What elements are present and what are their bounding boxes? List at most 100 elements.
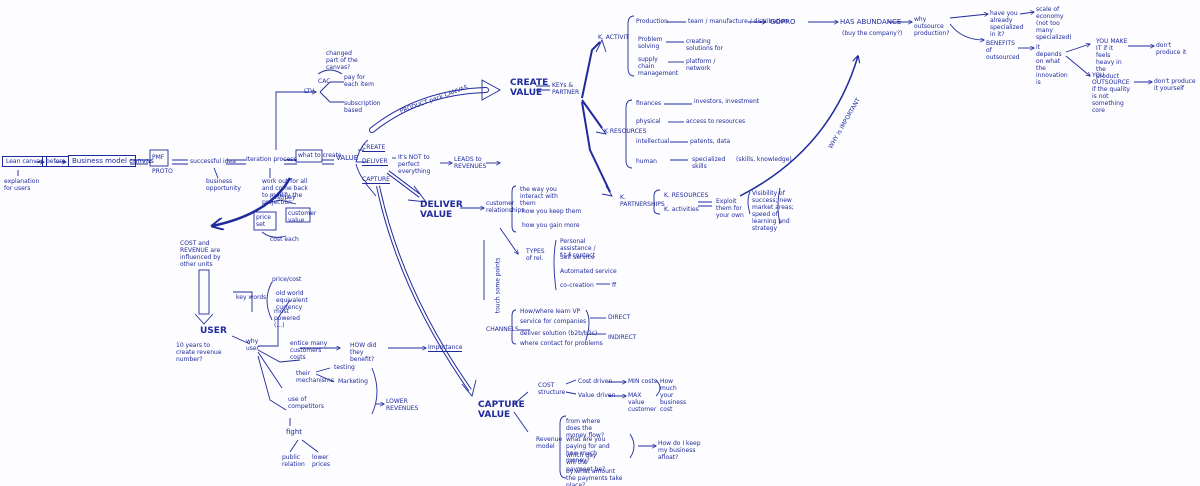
key-words: key words [236,294,267,301]
value-node: VALUE [336,154,359,162]
why-outsource: why outsource production? [914,16,950,37]
self-service: Self service [560,254,595,261]
keep-afloat: How do I keep my business afloat? [658,440,701,461]
creating-solutions: creating solutions for [686,38,724,52]
create-branch: CREATE [362,144,386,152]
price-set: price set [256,214,271,228]
you-make-it: YOU MAKE IT if it feels heavy in the pro… [1096,38,1128,80]
ff-note: ff [612,282,617,289]
problem-solving: Problem solving [638,36,663,50]
scale-economy: scale of economy (not too many specializ… [1036,6,1072,41]
customer-value: customer value [288,210,317,224]
work-out-note: work out for all and come back to modify… [262,178,308,206]
lower-prices: lower prices [312,454,331,468]
channels: CHANNELS [486,326,519,333]
deliver-value-title: DELIVER VALUE [420,200,463,220]
res-physical: physical [636,118,661,125]
platform-network: platform / network [686,58,716,72]
bmc-box: Business model canvas [68,155,154,167]
user-node: USER [200,326,227,336]
iteration-process: Iteration process [246,156,297,163]
payment-day: which day will the payment be? [566,452,606,473]
already-specialized: have you already specialized in it? [990,10,1024,38]
interact-way: the way you interact with them [520,186,558,207]
gain-more: how you gain more [522,222,580,229]
direct: DIRECT [608,314,631,321]
how-where-vp: How/where learn VP [520,308,581,315]
how-benefit: HOW did they benefit? [350,342,377,363]
res-intellectual: intellectual [636,138,670,145]
automated-service: Automated service [560,268,617,275]
proto-label: PROTO [152,168,173,175]
it-depends: it depends on what the innovation is [1036,44,1068,86]
customer-relationships: customer relationships [486,200,525,214]
what-to-create: what to create [298,152,342,159]
production: Production [636,18,668,25]
gopro: GOPRO [770,18,796,26]
you-outsource: YOU OUTSOURCE if the quality is not some… [1092,72,1130,114]
keys-partner: KEYs & PARTNER [552,82,580,96]
testing: testing [334,364,355,371]
lean-canvas-box: Lean canvas [2,156,48,167]
cost-each: cost each [270,236,299,243]
service-companies: service for companies [520,318,587,325]
types-rel: TYPES of rel. [526,248,545,262]
deliver-solution: deliver solution (b2b/b2c) [520,330,598,337]
years-note: 10 years to create revenue number? [176,342,222,363]
exploit-them: Exploit them for your own [716,198,744,219]
changed-part-note: changed part of the canvas? [326,50,358,71]
cac-label: CAC [318,78,331,85]
old-world: old world equivalent currency [276,290,308,311]
ltv-label: LTV [304,88,315,95]
kp-activities: K. activities [664,206,699,213]
explanation-note: explanation for users [4,178,40,192]
pmf-label: PMF [152,154,165,161]
touch-points: touch some points [494,257,502,314]
deliver-branch: DELIVER [362,158,388,166]
team-manufacture: team / manufacture / distribution [688,18,788,25]
before-label: before [42,156,70,167]
business-opportunity: business opportunity [206,178,241,192]
why-user: why user [246,338,260,352]
res-human-detail: specialized skills [692,156,726,170]
entice-costs: entice many customers costs [290,340,328,361]
buy-company: (buy the company?) [842,30,903,37]
benefits-outsourced: BENEFITS of outsourced [986,40,1020,61]
kp-resources: K. RESOURCES [664,192,709,199]
cost-pays: cost/pay [270,194,296,201]
not-perfect-note: It's NOT to perfect everything [398,154,431,175]
indirect: INDIRECT [608,334,637,341]
value-driven: Value driven [578,392,616,399]
pay-each-note: pay for each item [344,74,374,88]
public-relation: public relation [282,454,305,468]
res-finances-detail: investors, investment [694,98,760,105]
min-costs: MIN costs [628,378,657,385]
paying-for: what are you paying for and how much mon… [566,436,610,464]
key-resources: K RESOURCES [604,128,647,135]
capture-value-title: CAPTURE VALUE [478,400,525,420]
subscription-note: subscription based [344,100,381,114]
fight: fight [286,428,303,436]
cost-structure: COST structure [538,382,566,396]
res-human: human [636,158,657,165]
has-abundance: HAS ABUNDANCE [840,18,902,26]
payment-amount: by what amount the payments take place? [566,468,623,486]
cost-driven: Cost driven [578,378,613,385]
visibility-note: Visibility of success; new market areas;… [752,190,794,232]
marketing: Marketing [338,378,368,385]
personal-assistance: Personal assistance / f-t-f contact [560,238,596,259]
lower-revenues: LOWER REVENUES [386,398,419,412]
importance: Importance [428,344,463,352]
capture-branch: CAPTURE [362,176,390,184]
cost-revenue-note: COST and REVENUE are influenced by other… [180,240,221,268]
keep-them: how you keep them [522,208,582,215]
their-mechanisms: their mechanisms [296,370,334,384]
res-intellectual-detail: patents, data [690,138,731,145]
res-physical-detail: access to resources [686,118,746,125]
create-value-title: CREATE VALUE [510,78,549,98]
revenue-model: Revenue model [536,436,563,450]
res-finances: finances [636,100,662,107]
co-creation: co-creation [560,282,594,289]
successful-idea: successful idea [190,158,236,165]
